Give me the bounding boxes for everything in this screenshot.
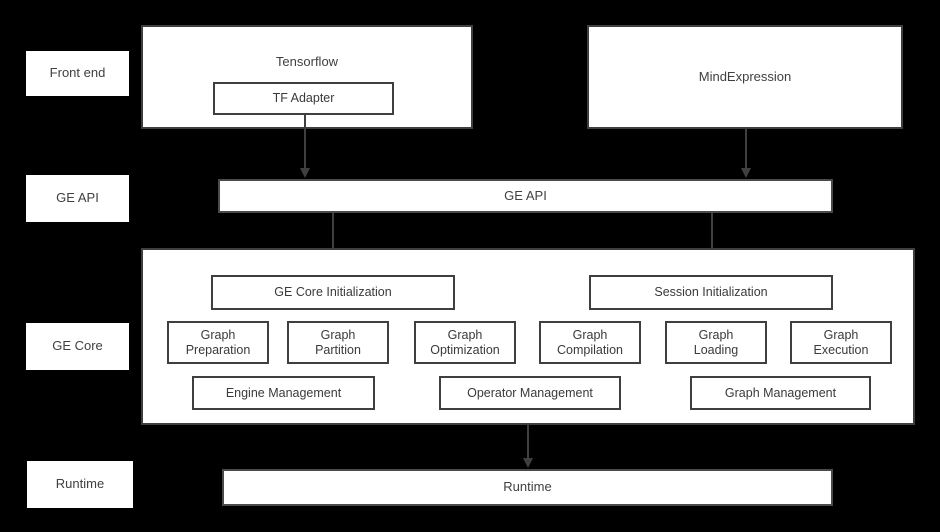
management-box-engine-management: Engine Management	[192, 376, 375, 410]
runtime-bar: Runtime	[222, 469, 833, 506]
tf-adapter-box: TF Adapter	[213, 82, 394, 115]
ge-api-bar: GE API	[218, 179, 833, 213]
stage-box-graph-optimization: Graph Optimization	[414, 321, 516, 364]
stage-box-graph-execution: Graph Execution	[790, 321, 892, 364]
stage-box-graph-compilation: Graph Compilation	[539, 321, 641, 364]
framework-box-mindexpression: MindExpression	[587, 25, 903, 129]
management-box-operator-management: Operator Management	[439, 376, 621, 410]
stage-box-graph-preparation: Graph Preparation	[167, 321, 269, 364]
connector-ge-api-to-ge-core-initialization	[332, 213, 334, 265]
layer-label-front-end: Front end	[26, 51, 129, 96]
management-box-graph-management: Graph Management	[690, 376, 871, 410]
layer-label-ge-api: GE API	[26, 175, 129, 222]
ge-core-initialization-box: GE Core Initialization	[211, 275, 455, 310]
layer-label-ge-core: GE Core	[26, 323, 129, 370]
connector-tf-adapter-to-ge-api	[304, 115, 306, 169]
layer-label-runtime: Runtime	[27, 461, 133, 508]
framework-title-tensorflow: Tensorflow	[275, 54, 339, 69]
stage-box-graph-loading: Graph Loading	[665, 321, 767, 364]
connector-ge-core-to-runtime	[527, 425, 529, 459]
session-initialization-box: Session Initialization	[589, 275, 833, 310]
connector-ge-api-to-session-initialization	[711, 213, 713, 265]
connector-mindexpression-to-ge-api	[745, 129, 747, 169]
stage-box-graph-partition: Graph Partition	[287, 321, 389, 364]
